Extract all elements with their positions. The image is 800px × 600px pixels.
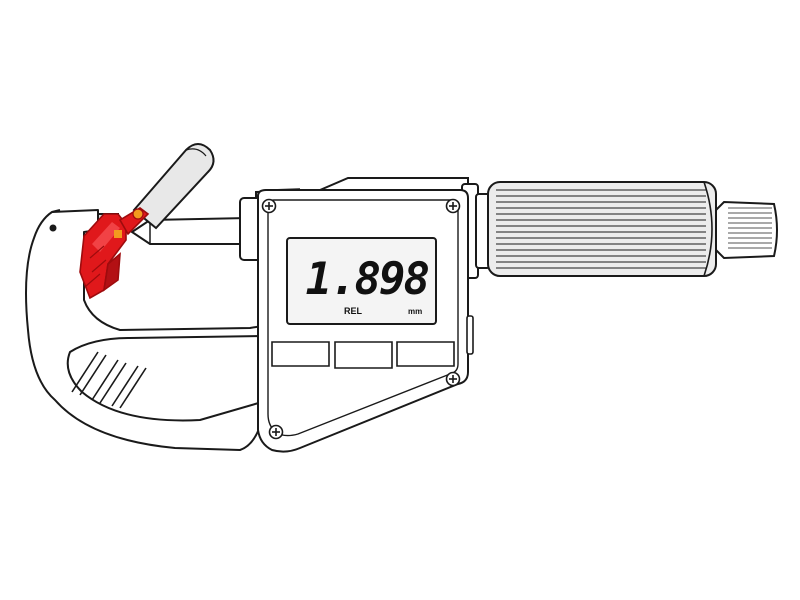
screw-top-right-icon <box>445 198 461 214</box>
clamp-indicator <box>114 230 122 238</box>
side-button[interactable] <box>466 315 474 355</box>
frame-pin <box>49 224 57 232</box>
screw-top-left-icon <box>261 198 277 214</box>
keypad-button-center[interactable] <box>334 341 393 369</box>
clamp-pivot <box>132 208 144 220</box>
keypad-button-right[interactable] <box>396 341 455 367</box>
clamp-handle[interactable] <box>132 143 215 230</box>
ratchet-ridges <box>728 207 772 249</box>
display-mode-label: REL <box>344 306 363 316</box>
clamp-body[interactable] <box>79 207 150 300</box>
frame-grip-slots <box>71 351 147 409</box>
keypad <box>271 341 455 369</box>
micrometer-frame <box>25 209 263 451</box>
screw-bottom-left-icon <box>268 424 284 440</box>
ratchet-stop[interactable] <box>715 200 778 260</box>
thimble[interactable] <box>487 181 717 277</box>
screw-bottom-right-icon <box>445 371 461 387</box>
thimble-knurling <box>496 189 706 269</box>
display-reading: 1.898 <box>306 254 429 305</box>
head-screws <box>261 198 461 440</box>
keypad-button-left[interactable] <box>271 341 330 367</box>
lcd-screen: 1.898 REL mm <box>286 237 437 325</box>
spindle-lock-clamp[interactable] <box>79 143 215 300</box>
display-unit-label: mm <box>408 307 422 316</box>
